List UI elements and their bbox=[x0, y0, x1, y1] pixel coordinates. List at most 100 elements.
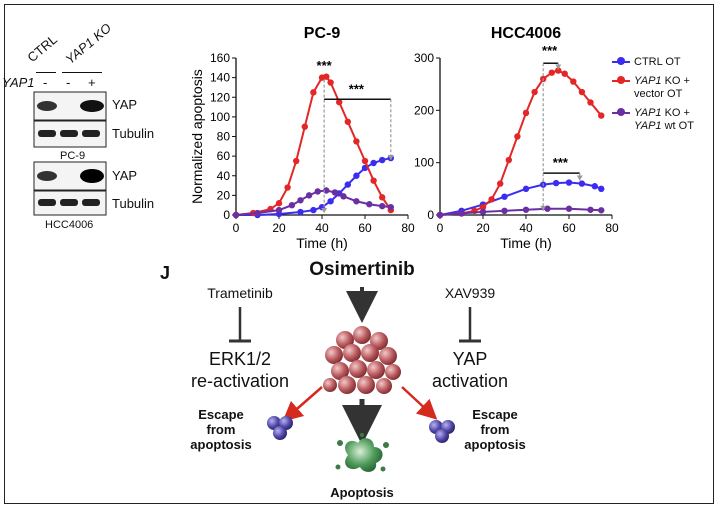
ctrl-bracket bbox=[36, 72, 56, 73]
data-point bbox=[514, 133, 521, 140]
data-point bbox=[552, 179, 560, 187]
chart-title: PC-9 bbox=[304, 25, 341, 42]
series-2 bbox=[436, 205, 605, 219]
data-point bbox=[522, 206, 530, 213]
data-point bbox=[578, 180, 586, 187]
data-point bbox=[297, 197, 304, 204]
y-tick-label: 120 bbox=[210, 90, 230, 104]
data-point bbox=[505, 156, 512, 164]
x-tick-label: 20 bbox=[272, 221, 286, 235]
data-point bbox=[436, 211, 444, 219]
data-point bbox=[598, 112, 605, 119]
data-point bbox=[379, 202, 386, 210]
trametinib-inhibition bbox=[229, 307, 251, 343]
data-point bbox=[565, 179, 573, 186]
x-tick-label: 60 bbox=[562, 221, 576, 235]
data-point bbox=[340, 193, 347, 200]
data-point bbox=[305, 192, 313, 199]
legend-dot-ko-wt bbox=[617, 108, 625, 116]
erk-label-line1: ERK1/2 bbox=[208, 349, 272, 369]
y-tick-label: 80 bbox=[217, 130, 231, 144]
panel-j: J Osimertinib Trametinib XAV939 bbox=[0, 255, 720, 508]
x-tick-label: 0 bbox=[437, 221, 444, 235]
x-tick-label: 0 bbox=[233, 221, 240, 235]
x-tick-label: 40 bbox=[519, 221, 533, 235]
escape-label-left: Escape from apoptosis bbox=[176, 407, 266, 452]
data-point bbox=[370, 159, 377, 167]
data-point bbox=[479, 203, 487, 211]
ko-bracket bbox=[62, 72, 102, 73]
guide-arrowhead bbox=[321, 208, 328, 214]
red-arrow-right bbox=[401, 386, 438, 420]
y-axis-label: Normalized apoptosis bbox=[189, 69, 205, 204]
data-point bbox=[336, 98, 343, 106]
data-point bbox=[544, 205, 551, 212]
y-tick-label: 20 bbox=[217, 188, 231, 202]
legend-label-ko-2b: vector OT bbox=[634, 88, 683, 100]
x-axis-label: Time (h) bbox=[296, 235, 348, 251]
legend-item-ctrl: CTRL OT bbox=[612, 56, 718, 69]
data-point bbox=[353, 172, 360, 179]
data-point bbox=[522, 109, 530, 117]
escape-label-right: Escape from apoptosis bbox=[450, 407, 540, 452]
y-tick-label: 200 bbox=[414, 103, 434, 117]
legend-yap1-italic-2: YAP1 bbox=[634, 75, 662, 87]
data-point bbox=[370, 177, 377, 184]
x-tick-label: 80 bbox=[401, 221, 415, 235]
significance-label: *** bbox=[542, 43, 558, 58]
y-tick-label: 60 bbox=[217, 149, 231, 163]
significance-label: *** bbox=[349, 81, 365, 96]
data-point bbox=[361, 157, 369, 165]
x-tick-label: 40 bbox=[315, 221, 329, 235]
chart-title: HCC4006 bbox=[491, 25, 561, 42]
data-point bbox=[327, 79, 334, 86]
tumor-cell-cluster bbox=[323, 326, 401, 394]
y-tick-label: 40 bbox=[217, 169, 231, 183]
data-point bbox=[591, 183, 598, 190]
figure-frame bbox=[4, 4, 714, 504]
data-point bbox=[288, 201, 296, 209]
lane-sign-2: - bbox=[66, 75, 71, 90]
escape-cells-right bbox=[429, 420, 455, 443]
series-2 bbox=[232, 187, 394, 219]
series-line bbox=[439, 69, 603, 216]
data-point bbox=[488, 196, 495, 203]
data-point bbox=[570, 78, 577, 85]
y-tick-label: 0 bbox=[427, 208, 434, 222]
blot-bands bbox=[33, 91, 107, 216]
legend-yap1-italic-3b: YAP1 bbox=[634, 120, 662, 132]
data-point bbox=[587, 99, 594, 106]
x-tick-label: 20 bbox=[476, 221, 490, 235]
legend-dot-ko-vector bbox=[617, 76, 625, 84]
legend-item-ko-vector: YAP1 KO + vector OT bbox=[612, 75, 718, 101]
yap-band-label-1: YAP bbox=[112, 97, 138, 112]
escape-right-line2: from bbox=[480, 422, 510, 437]
guide-arrowhead bbox=[387, 155, 394, 161]
xav939-label: XAV939 bbox=[444, 285, 496, 301]
data-point bbox=[578, 88, 586, 96]
data-point bbox=[379, 156, 386, 164]
escape-right-line3: apoptosis bbox=[464, 437, 526, 452]
data-point bbox=[565, 205, 573, 212]
escape-cells-left bbox=[267, 416, 293, 440]
legend-label-ko-2a: KO + bbox=[661, 75, 690, 87]
series-0 bbox=[232, 154, 394, 219]
data-point bbox=[254, 209, 261, 217]
legend-label-ko-3b: wt OT bbox=[661, 120, 694, 132]
osimertinib-label: Osimertinib bbox=[309, 259, 415, 280]
data-point bbox=[344, 118, 351, 125]
guide-arrowhead bbox=[540, 205, 547, 211]
escape-left-line2: from bbox=[206, 422, 236, 437]
tubulin-band-label-2: Tubulin bbox=[112, 196, 155, 211]
data-point bbox=[531, 88, 538, 96]
data-point bbox=[344, 181, 351, 188]
data-point bbox=[479, 208, 487, 216]
cell-line-hcc4006: HCC4006 bbox=[45, 219, 94, 231]
series-1 bbox=[232, 73, 394, 219]
y-tick-label: 300 bbox=[414, 51, 434, 65]
data-point bbox=[284, 184, 291, 191]
escape-left-line1: Escape bbox=[198, 407, 244, 422]
data-point bbox=[275, 200, 283, 207]
data-point bbox=[501, 207, 508, 215]
data-point bbox=[497, 180, 504, 187]
